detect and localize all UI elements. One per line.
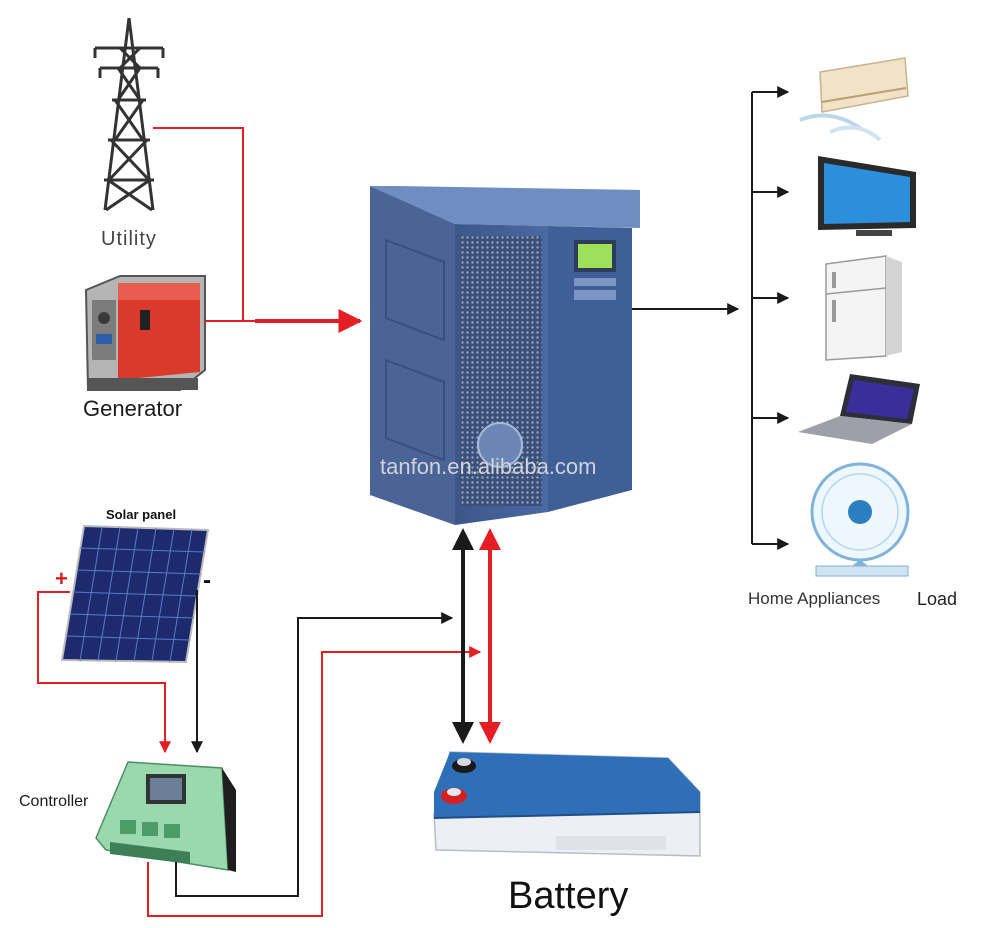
controller-label: Controller xyxy=(19,793,89,810)
generator-icon xyxy=(84,275,206,391)
solar-panel-label: Solar panel xyxy=(106,507,176,522)
plus-sign: + xyxy=(55,566,68,591)
generator-label: Generator xyxy=(83,396,182,421)
minus-sign: - xyxy=(203,567,211,594)
home-appliances-label: Home Appliances xyxy=(748,589,880,608)
load-label: Load xyxy=(917,589,957,609)
fan-icon xyxy=(810,462,910,577)
controller-icon xyxy=(95,761,236,872)
air-conditioner-icon xyxy=(799,57,909,142)
pylon-icon xyxy=(93,17,165,212)
solar-wires xyxy=(37,590,203,754)
laptop-icon xyxy=(798,374,920,444)
solar-panel-icon xyxy=(60,524,210,664)
watermark: tanfon.en.alibaba.com xyxy=(380,454,597,479)
battery-icon xyxy=(433,751,701,857)
ac-input-wires xyxy=(153,127,363,333)
battery-label: Battery xyxy=(508,875,628,917)
utility-label: Utility xyxy=(101,228,157,250)
tv-icon xyxy=(818,156,916,236)
battery-wires xyxy=(452,528,501,744)
inverter-icon xyxy=(370,186,640,525)
controller-wires xyxy=(147,612,482,917)
fridge-icon xyxy=(825,255,902,361)
output-wires xyxy=(632,86,790,550)
